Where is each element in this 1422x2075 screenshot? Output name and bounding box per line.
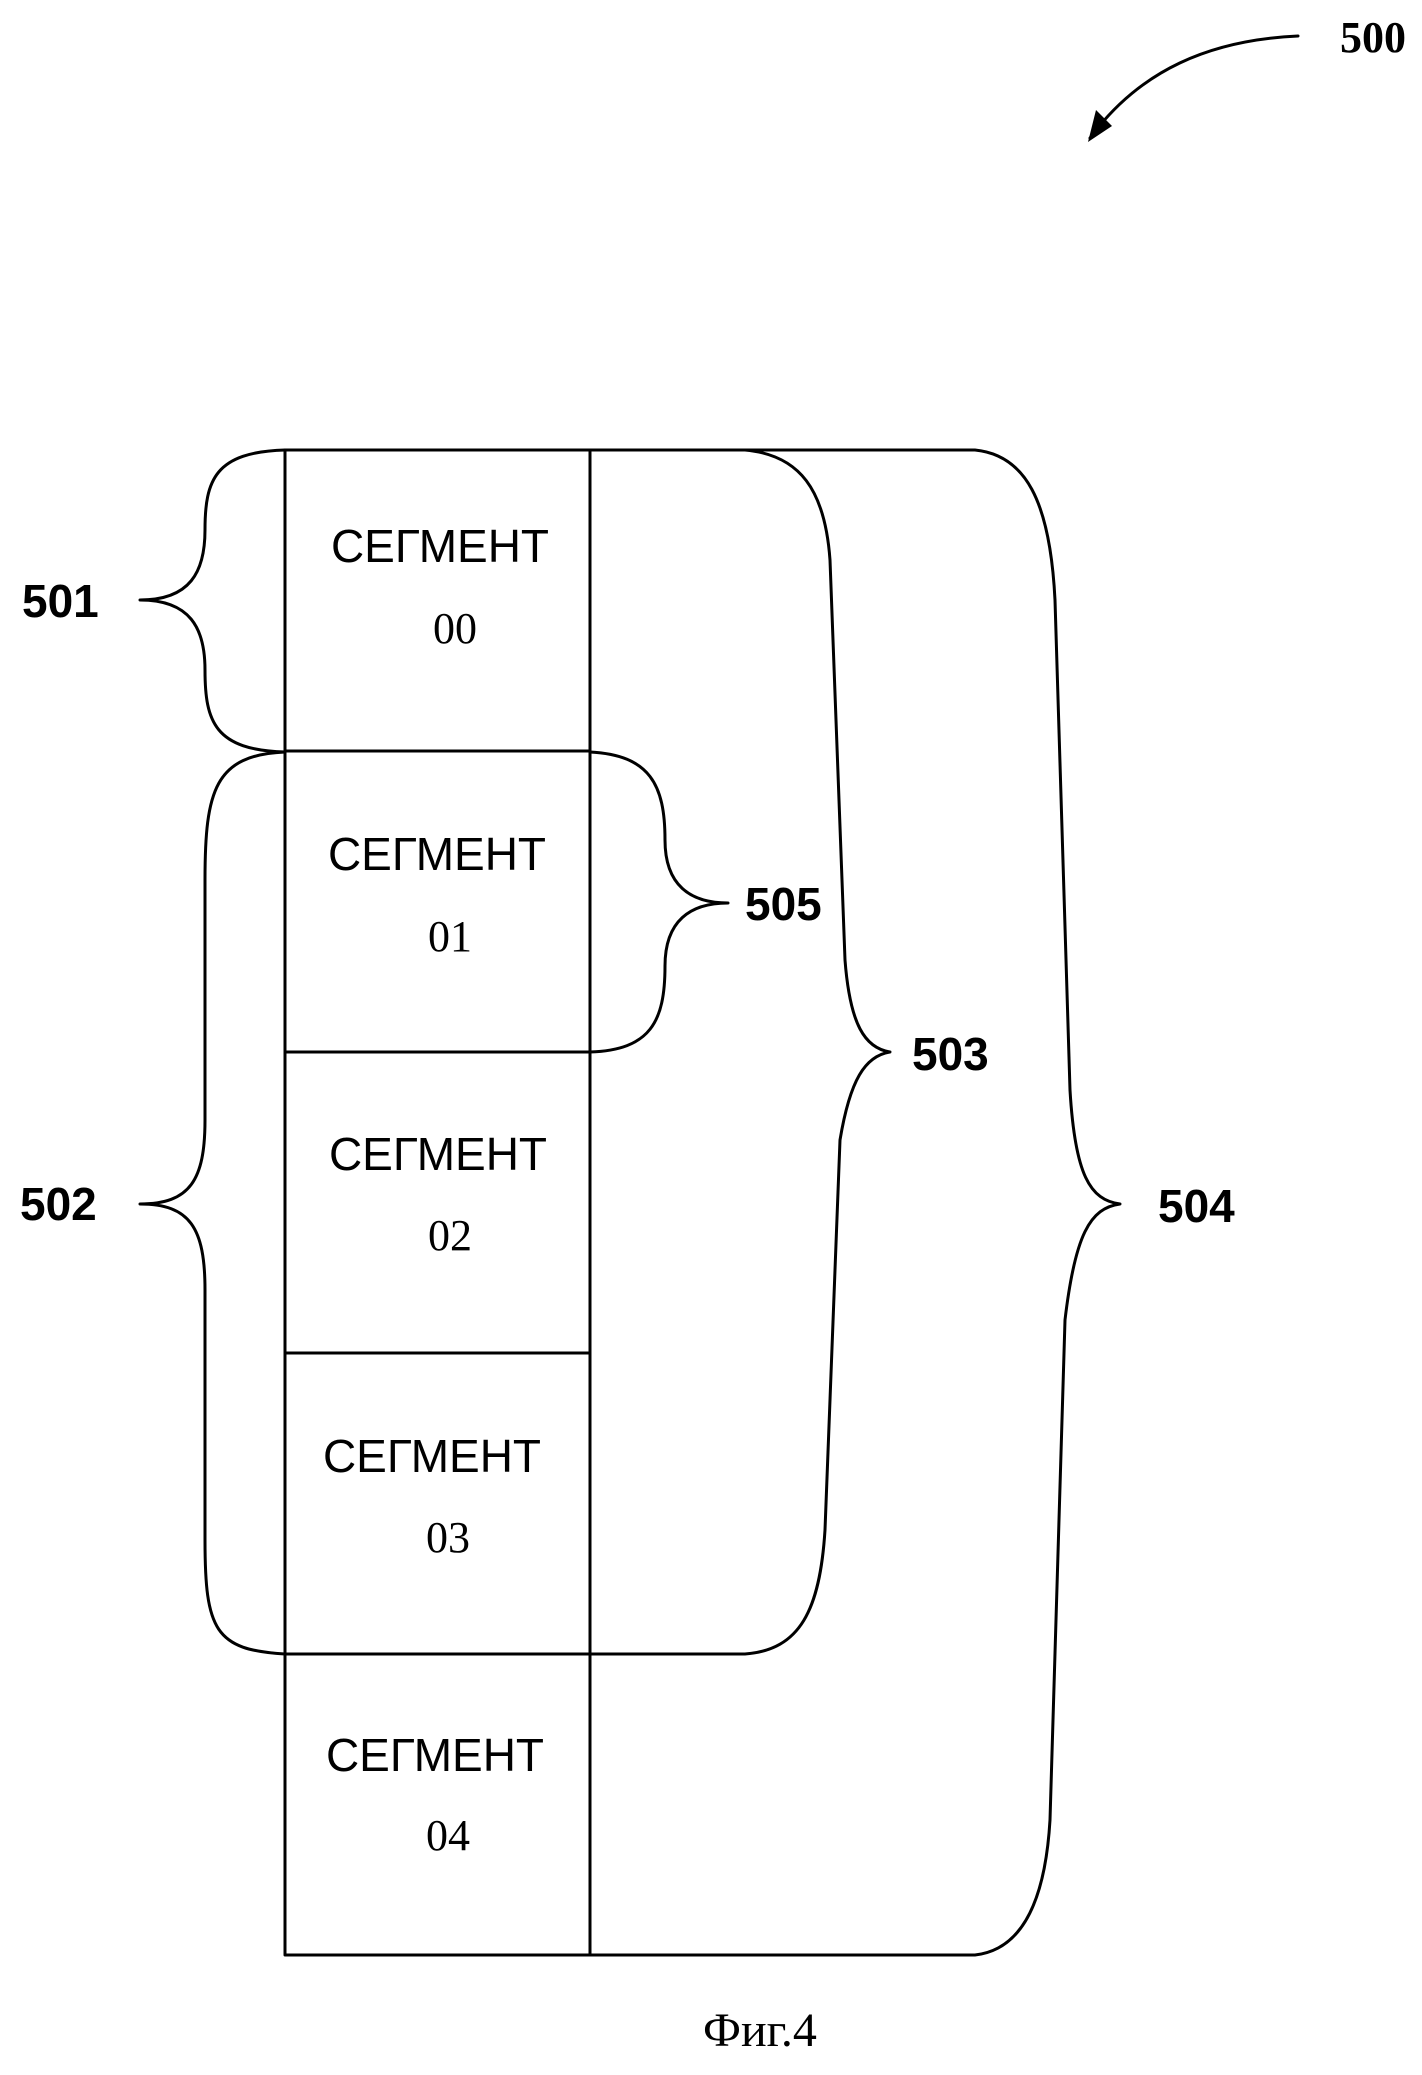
segment-04-title: СЕГМЕНТ <box>326 1729 544 1781</box>
brace-502-label: 502 <box>20 1178 97 1230</box>
brace-501 <box>140 450 285 752</box>
brace-504 <box>590 450 1120 1955</box>
segment-00-number: 00 <box>433 604 477 653</box>
segment-03-number: 03 <box>426 1513 470 1562</box>
brace-502 <box>140 752 285 1654</box>
segment-03-title: СЕГМЕНТ <box>323 1430 541 1482</box>
figure-caption: Фиг.4 <box>703 2004 817 2057</box>
segment-02-number: 02 <box>428 1211 472 1260</box>
segment-02-title: СЕГМЕНТ <box>329 1128 547 1180</box>
figure-ref-arrow <box>1088 36 1298 142</box>
segment-04-number: 04 <box>426 1811 470 1860</box>
brace-504-label: 504 <box>1158 1180 1235 1232</box>
brace-503-label: 503 <box>912 1028 989 1080</box>
segment-01-number: 01 <box>428 912 472 961</box>
brace-505-label: 505 <box>745 878 822 930</box>
brace-505 <box>590 752 728 1052</box>
figure-ref-label: 500 <box>1340 13 1406 62</box>
brace-501-label: 501 <box>22 575 99 627</box>
segment-00-title: СЕГМЕНТ <box>331 520 549 572</box>
brace-503 <box>590 450 890 1654</box>
segment-01-title: СЕГМЕНТ <box>328 828 546 880</box>
